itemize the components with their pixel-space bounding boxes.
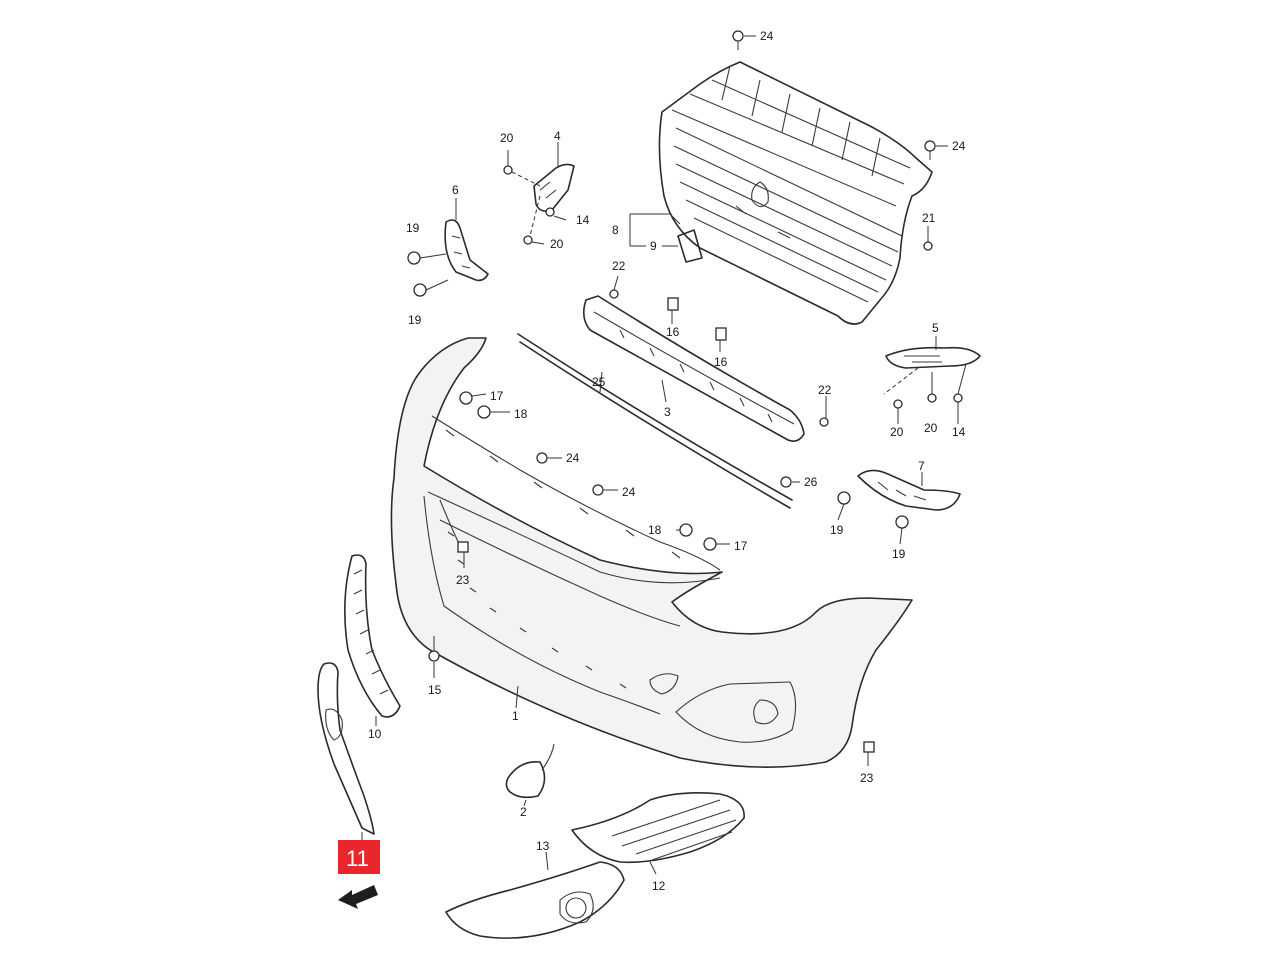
highlight-callout-11: 11 bbox=[338, 832, 380, 874]
callout-10: 10 bbox=[368, 727, 382, 741]
leader-lines bbox=[375, 35, 967, 875]
fastener-15 bbox=[428, 636, 440, 662]
callout-labels: 24 24 4 20 14 20 6 19 19 8 9 21 22 16 16… bbox=[368, 29, 966, 893]
callout-5: 5 bbox=[932, 321, 939, 335]
fastener-14-a bbox=[545, 207, 555, 217]
fastener-24-top-left bbox=[732, 30, 744, 50]
highlight-number: 11 bbox=[346, 846, 369, 871]
callout-19: 19 bbox=[406, 221, 420, 235]
callout-24: 24 bbox=[760, 29, 774, 43]
front-direction-arrow-icon bbox=[338, 885, 378, 909]
callout-26: 26 bbox=[804, 475, 818, 489]
callout-24: 24 bbox=[622, 485, 636, 499]
fastener-19-c bbox=[837, 491, 851, 505]
fastener-20-c bbox=[893, 399, 903, 409]
callout-6: 6 bbox=[452, 183, 459, 197]
tow-hook-cover[interactable] bbox=[505, 743, 555, 799]
callout-24: 24 bbox=[566, 451, 580, 465]
fastener-19-d bbox=[895, 515, 909, 529]
callout-22: 22 bbox=[818, 383, 832, 397]
callout-8: 8 bbox=[612, 223, 619, 237]
front-bumper-cover[interactable] bbox=[390, 337, 913, 768]
clip-18-b bbox=[679, 523, 693, 537]
front-grille[interactable] bbox=[658, 61, 933, 325]
fastener-22-a bbox=[609, 289, 619, 299]
callout-14: 14 bbox=[576, 213, 590, 227]
callout-16: 16 bbox=[714, 355, 728, 369]
upper-bracket-left[interactable] bbox=[533, 163, 575, 212]
fastener-24-d bbox=[592, 484, 604, 496]
callout-17: 17 bbox=[490, 389, 504, 403]
side-bracket-right-upper[interactable] bbox=[885, 346, 981, 369]
highlight-box bbox=[338, 840, 380, 874]
fastener-19-b bbox=[413, 283, 427, 297]
callout-20: 20 bbox=[890, 425, 904, 439]
callout-23: 23 bbox=[860, 771, 874, 785]
lower-grille[interactable] bbox=[571, 792, 745, 864]
callout-7: 7 bbox=[918, 459, 925, 473]
clip-18-a bbox=[477, 405, 491, 419]
side-bracket-left[interactable] bbox=[444, 219, 489, 282]
clip-16-a bbox=[667, 297, 679, 311]
callout-18: 18 bbox=[648, 523, 662, 537]
clip-17-b bbox=[703, 537, 717, 551]
callout-20: 20 bbox=[500, 131, 514, 145]
fastener-22-b bbox=[819, 417, 829, 427]
callout-15: 15 bbox=[428, 683, 442, 697]
fastener-14-b bbox=[953, 393, 963, 403]
callout-12: 12 bbox=[652, 879, 666, 893]
fastener-20-b bbox=[523, 235, 533, 245]
callout-18: 18 bbox=[514, 407, 528, 421]
callout-2: 2 bbox=[520, 805, 527, 819]
callout-21: 21 bbox=[922, 211, 936, 225]
fastener-19-a bbox=[407, 251, 421, 265]
callout-23: 23 bbox=[456, 573, 470, 587]
fastener-20-d bbox=[927, 393, 937, 403]
callout-22: 22 bbox=[612, 259, 626, 273]
callout-16: 16 bbox=[666, 325, 680, 339]
upper-bumper-absorber[interactable] bbox=[582, 295, 805, 442]
fastener-21 bbox=[923, 241, 933, 251]
clip-26 bbox=[780, 476, 792, 488]
callout-14: 14 bbox=[952, 425, 966, 439]
callout-19: 19 bbox=[408, 313, 422, 327]
callout-20: 20 bbox=[924, 421, 938, 435]
callout-25: 25 bbox=[592, 375, 606, 389]
callout-1: 1 bbox=[512, 709, 519, 723]
callout-3: 3 bbox=[664, 405, 671, 419]
callout-19: 19 bbox=[892, 547, 906, 561]
clip-23-b bbox=[863, 741, 875, 753]
fastener-20-a bbox=[503, 165, 513, 175]
callout-4: 4 bbox=[554, 129, 561, 143]
fog-lamp-bezel[interactable] bbox=[445, 861, 625, 939]
fastener-24-c bbox=[536, 452, 548, 464]
callout-24: 24 bbox=[952, 139, 966, 153]
lower-side-molding-left[interactable] bbox=[317, 662, 375, 835]
clip-23-a bbox=[457, 541, 469, 553]
callout-9: 9 bbox=[650, 239, 657, 253]
callout-17: 17 bbox=[734, 539, 748, 553]
callout-13: 13 bbox=[536, 839, 550, 853]
clip-16-b bbox=[715, 327, 727, 341]
molding-strip[interactable] bbox=[517, 333, 793, 509]
fastener-24-right bbox=[924, 140, 936, 160]
callout-20: 20 bbox=[550, 237, 564, 251]
clip-17-a bbox=[459, 391, 473, 405]
side-bracket-right-lower[interactable] bbox=[857, 469, 961, 511]
callout-19: 19 bbox=[830, 523, 844, 537]
emblem-clip[interactable] bbox=[677, 229, 703, 263]
side-grille-insert-left[interactable] bbox=[344, 554, 401, 718]
